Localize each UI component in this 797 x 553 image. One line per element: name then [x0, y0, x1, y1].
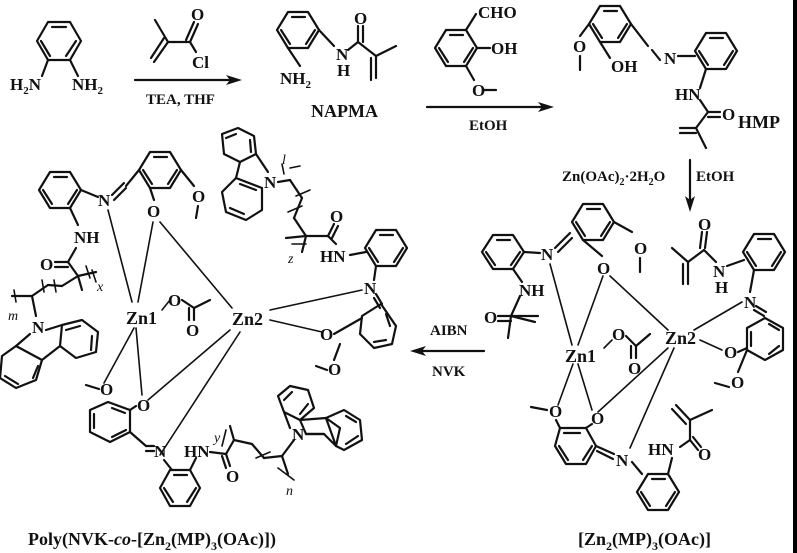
- complex-methoxy-o1: O: [634, 239, 647, 258]
- reaction-arrow-step2: EtOH: [425, 102, 554, 134]
- oxygen-label: O: [191, 5, 204, 24]
- polymer-subscript-x: x: [96, 280, 104, 295]
- hmp-n: N: [664, 49, 677, 68]
- hmp-hn: HN: [675, 85, 701, 104]
- complex-phenolate-o2: O: [724, 343, 737, 362]
- polymer-subscript-m: m: [8, 309, 18, 324]
- polymer-carbazole-n2: N: [264, 173, 277, 192]
- amine-label-left: H2N: [10, 75, 42, 97]
- polymer-label: Poly(NVK-co-[Zn2(MP)3(OAc)]): [28, 529, 276, 553]
- complex-o-amide1: O: [484, 308, 497, 327]
- polymer-zn1-label: Zn1: [126, 308, 157, 328]
- complex-o-amide3: O: [698, 445, 711, 464]
- polymer-n3: N: [154, 442, 167, 461]
- reaction-arrow-step1: TEA, THF: [133, 75, 242, 108]
- acetate-o2: O: [628, 359, 641, 378]
- reaction-arrow-step4: AIBN NVK: [410, 323, 486, 380]
- hmp-structure: O OH N HN O HMP: [573, 4, 780, 150]
- hmp-methoxy-o: O: [573, 37, 586, 56]
- polymer-n2: N: [364, 279, 377, 298]
- vanillin-cho: CHO: [478, 3, 517, 22]
- napma-o: O: [354, 9, 367, 28]
- polymer-subscript-z: z: [287, 252, 294, 267]
- polymer-phenolate-o2: O: [320, 325, 333, 344]
- polymer-structure: N NH O x m N: [0, 126, 409, 553]
- complex-o-amide2: O: [698, 215, 711, 234]
- napma-structure: N H O NH2 NAPMA: [275, 9, 398, 121]
- hmp-label: HMP: [738, 112, 780, 132]
- chlorine-label: Cl: [192, 53, 209, 72]
- polymer-o-amide3: O: [226, 467, 239, 486]
- methacryloyl-chloride-structure: O Cl: [149, 5, 209, 72]
- acetate-o1: O: [612, 325, 625, 344]
- napma-h: H: [337, 61, 350, 80]
- polymer-hn2: HN: [320, 247, 346, 266]
- vanillin-oh: OH: [491, 39, 517, 58]
- polymer-o-amide1: O: [40, 255, 53, 274]
- complex-label: [Zn2(MP)3(OAc)]: [578, 529, 711, 553]
- complex-n1: N: [541, 245, 554, 264]
- polymer-methoxy-o3: O: [100, 380, 113, 399]
- complex-phenolate-o1: O: [597, 259, 610, 278]
- zinc-complex-structure: N NH O O O Zn1 Zn2 O O: [480, 202, 787, 553]
- polymer-subscript-n: n: [286, 484, 293, 499]
- complex-n-amide2: N: [713, 262, 726, 281]
- step1-conditions: TEA, THF: [146, 92, 215, 108]
- polymer-zn2-label: Zn2: [232, 309, 263, 329]
- complex-h-amide2: H: [715, 278, 728, 297]
- complex-methoxy-o3: O: [549, 402, 562, 421]
- complex-phenolate-o3: O: [591, 409, 604, 428]
- step2-conditions: EtOH: [469, 118, 508, 134]
- step3-reagent: Zn(OAc)2·2H2O: [562, 169, 665, 188]
- polymer-carbazole-n1: N: [32, 318, 45, 337]
- complex-n3: N: [616, 451, 629, 470]
- polymer-phenolate-o1: O: [147, 202, 160, 221]
- polymer-nh1: NH: [74, 228, 100, 247]
- polymer-acetate-o2: O: [186, 321, 199, 340]
- amine-label-right: NH2: [72, 75, 104, 97]
- complex-n2: N: [744, 293, 757, 312]
- polymer-acetate-o1: O: [168, 291, 181, 310]
- polymer-subscript-l: l: [282, 153, 286, 168]
- o-phenylenediamine-structure: H2N NH2: [10, 20, 104, 97]
- polymer-methoxy-o1: O: [192, 187, 205, 206]
- step3-solvent: EtOH: [696, 169, 735, 185]
- napma-nh2: NH2: [280, 69, 312, 91]
- hmp-oh: OH: [611, 57, 637, 76]
- complex-zn2-label: Zn2: [665, 328, 696, 348]
- complex-zn1-label: Zn1: [565, 346, 596, 366]
- polymer-hn3: HN: [184, 442, 210, 461]
- polymer-o-amide2: O: [330, 207, 343, 226]
- vanillin-o: O: [472, 81, 485, 100]
- polymer-methoxy-o2: O: [328, 360, 341, 379]
- step4-monomer: NVK: [432, 364, 466, 380]
- complex-methoxy-o2: O: [731, 373, 744, 392]
- step4-reagent: AIBN: [430, 323, 468, 339]
- hmp-o: O: [722, 105, 735, 124]
- complex-nh1: NH: [519, 281, 545, 300]
- polymer-phenolate-o3: O: [137, 396, 150, 415]
- napma-n: N: [336, 45, 349, 64]
- napma-label: NAPMA: [311, 101, 378, 121]
- complex-hn3: HN: [648, 440, 674, 459]
- polymer-carbazole-n3: N: [292, 425, 305, 444]
- polymer-n1: N: [98, 191, 111, 210]
- reaction-arrow-step3: Zn(OAc)2·2H2O EtOH: [562, 158, 735, 212]
- image-border-right: [793, 0, 797, 553]
- polymer-subscript-y: y: [212, 431, 221, 446]
- o-vanillin-structure: CHO OH O: [433, 3, 517, 100]
